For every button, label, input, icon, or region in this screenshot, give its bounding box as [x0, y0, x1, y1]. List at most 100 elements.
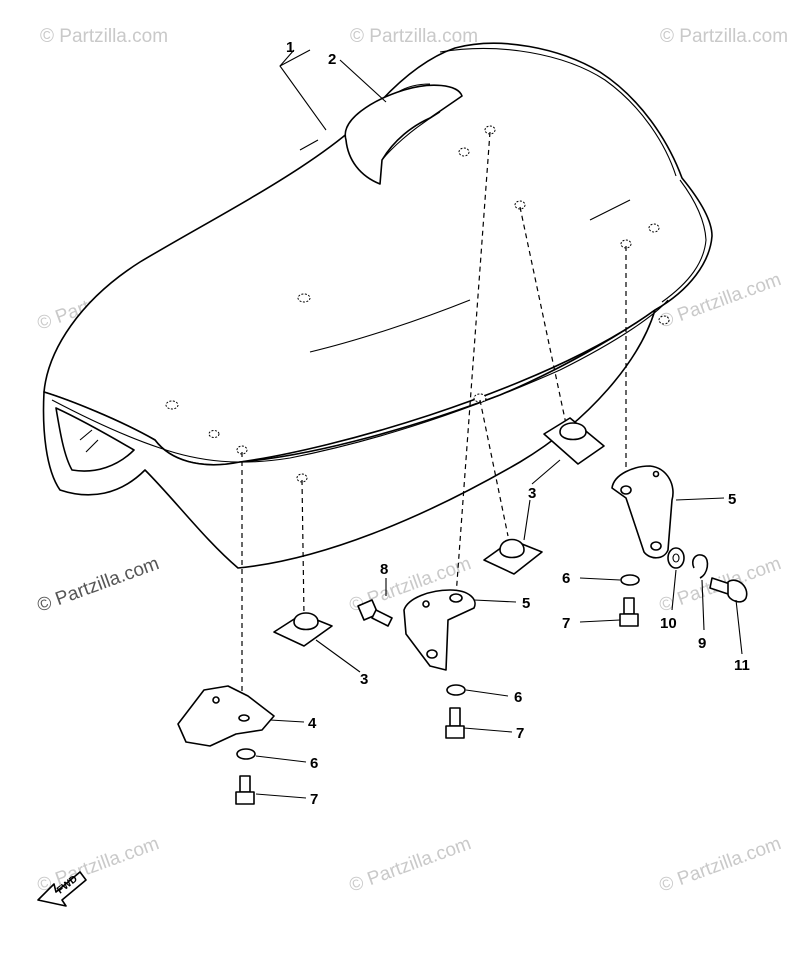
seat-seam — [299, 139, 319, 151]
leader-line — [339, 59, 387, 103]
leader-line — [315, 639, 361, 673]
seat-hole — [236, 445, 248, 455]
rear-bracket-hole — [620, 485, 632, 495]
seat-strap — [344, 83, 463, 185]
center-bracket-hole — [422, 600, 430, 608]
callout-6: 6 — [514, 689, 522, 706]
spring-washer-9 — [691, 554, 709, 579]
leader-lines — [255, 49, 743, 799]
assembly-line — [301, 479, 305, 617]
damper-knob — [293, 612, 319, 631]
callout-9: 9 — [698, 635, 706, 652]
front-bracket-hole — [238, 714, 250, 722]
callout-7: 7 — [310, 791, 318, 808]
rear-bracket-hole — [652, 470, 660, 478]
front-bracket-plate — [177, 685, 275, 747]
assembly-line — [455, 131, 491, 597]
damper-plate — [543, 417, 605, 465]
seat-hole — [297, 293, 311, 303]
center-bracket-hole — [449, 593, 463, 603]
leader-line — [671, 569, 677, 611]
seat-hole — [296, 473, 308, 483]
bolt-7 — [619, 597, 639, 627]
callout-8: 8 — [380, 561, 388, 578]
leader-line — [269, 719, 305, 723]
damper-knob — [499, 538, 525, 559]
callout-6: 6 — [562, 570, 570, 587]
rear-bracket — [611, 465, 674, 559]
seat-strap-fold — [397, 83, 431, 93]
seat-front-opening — [55, 407, 135, 472]
leader-line — [465, 689, 509, 697]
watermark: © Partzilla.com — [35, 553, 162, 617]
callout-11: 11 — [734, 657, 750, 674]
bolt-shank — [371, 609, 393, 627]
plain-washer-10 — [667, 547, 685, 569]
assembly-line — [519, 206, 567, 425]
bolt-head — [619, 613, 639, 627]
callout-4: 4 — [308, 715, 317, 732]
seat-piping — [439, 47, 677, 177]
seat-side-skirt — [42, 309, 656, 569]
leader-line — [701, 579, 705, 631]
callout-7: 7 — [516, 725, 524, 742]
bolt-head — [235, 791, 255, 805]
callouts: 1 2 3 3 3 4 5 5 6 6 6 7 7 7 8 9 10 11 — [286, 39, 750, 808]
seat-front-opening — [79, 429, 99, 453]
watermark: © Partzilla.com — [347, 833, 474, 897]
bolt-7 — [445, 707, 465, 739]
seat-hole — [165, 400, 179, 410]
seat-piping — [661, 179, 707, 303]
callout-7: 7 — [562, 615, 570, 632]
front-bracket-hole — [212, 696, 220, 704]
seat-piping — [51, 299, 669, 463]
rear-bracket-body — [611, 465, 674, 559]
seat-hole — [484, 125, 496, 135]
seat-hole — [648, 223, 660, 233]
damper-knob — [559, 422, 587, 441]
leader-line — [463, 727, 513, 733]
plain-washer-10-hole — [672, 553, 680, 563]
damper — [483, 538, 543, 575]
bolt-head — [445, 725, 465, 739]
seat-seam — [589, 199, 631, 221]
callout-10: 10 — [660, 615, 677, 632]
callout-6: 6 — [310, 755, 318, 772]
assembly-lines — [241, 131, 627, 718]
seat-hole — [514, 200, 526, 210]
leader-line — [523, 499, 531, 541]
bolt-shank — [239, 775, 251, 793]
watermark: © Partzilla.com — [657, 833, 784, 897]
fwd-arrow-shape — [37, 871, 87, 907]
callout-5: 5 — [728, 491, 736, 508]
washer-6 — [446, 684, 466, 696]
bolt-head — [727, 579, 748, 603]
bolt-11 — [709, 577, 748, 603]
damper — [543, 417, 605, 465]
leader-line — [675, 497, 725, 501]
seat-hole — [208, 430, 220, 438]
bolt-shank — [449, 707, 461, 727]
callout-2: 2 — [328, 51, 336, 68]
leader-line — [279, 49, 311, 67]
watermark: © Partzilla.com — [350, 26, 478, 47]
seat-hole — [458, 147, 470, 157]
seat-strap-fold — [381, 111, 441, 161]
rear-bracket-hole — [650, 541, 662, 551]
bolt-7 — [235, 775, 255, 805]
front-bracket — [177, 685, 275, 747]
leader-line — [579, 619, 621, 623]
leader-line — [735, 599, 743, 655]
callout-1: 1 — [286, 39, 294, 56]
leader-line — [473, 599, 517, 603]
damper — [273, 612, 333, 647]
callout-3: 3 — [360, 671, 368, 688]
callout-5: 5 — [522, 595, 530, 612]
washer-6 — [236, 748, 256, 760]
bolt-shank — [623, 597, 635, 615]
leader-line — [579, 577, 621, 581]
seat-seam — [309, 299, 471, 353]
center-bracket-body — [403, 589, 476, 671]
seat-strap-band — [344, 84, 463, 185]
leader-line — [255, 755, 307, 763]
